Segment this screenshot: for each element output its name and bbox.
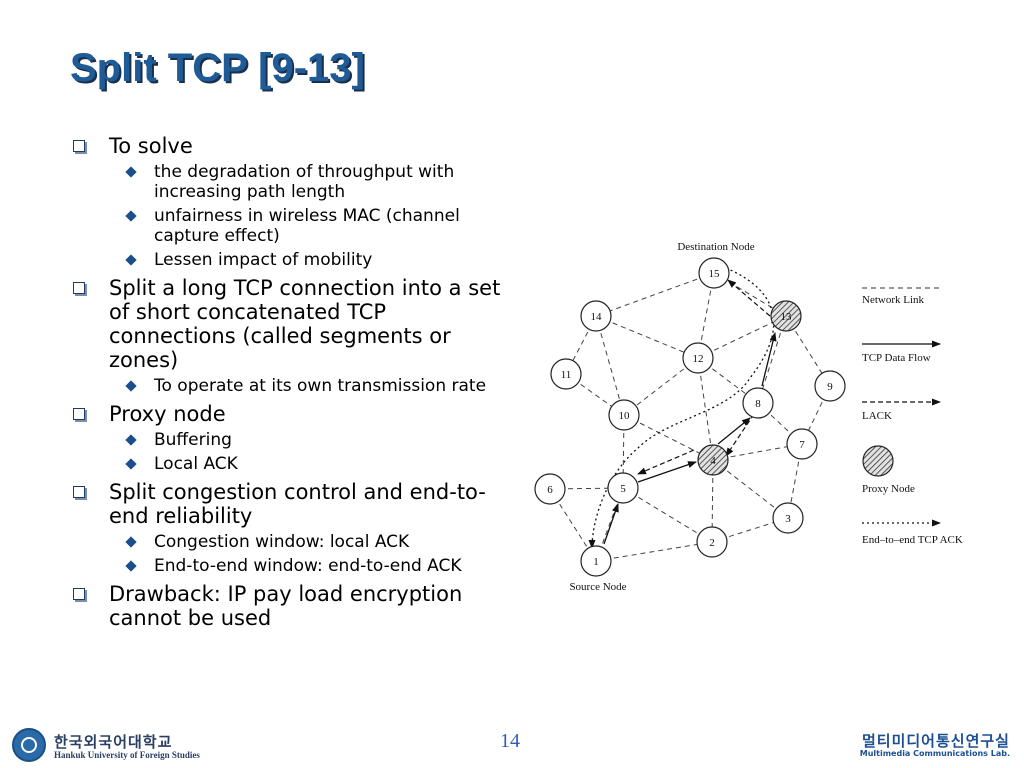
node-label: 14: [591, 311, 603, 323]
node-label: 8: [755, 398, 761, 410]
square-bullet-icon: [73, 408, 85, 420]
slide-title: Split TCP [9-13]: [70, 46, 365, 90]
bullet-text: Proxy node: [109, 402, 226, 426]
node-3: [772, 502, 804, 534]
node-label: 13: [781, 311, 793, 323]
legend-network-link-label: Network Link: [862, 294, 925, 306]
node-label: 1: [593, 556, 599, 568]
node-label: 10: [619, 410, 631, 422]
diamond-bullet-icon: [125, 458, 137, 470]
page-number: 14: [500, 730, 520, 752]
node-label: 7: [799, 439, 805, 451]
diamond-bullet-icon: [125, 560, 137, 572]
node-label: 15: [709, 268, 721, 280]
sub-bullet: Local ACK: [72, 454, 512, 474]
sub-bullet: Congestion window: local ACK: [72, 532, 512, 552]
lab-name-en: Multimedia Communications Lab.: [859, 749, 1010, 758]
e2e-ack-flow: [588, 267, 775, 549]
node-1: [580, 545, 612, 577]
diamond-bullet-icon: [125, 210, 137, 222]
bullet-text: To solve: [109, 134, 193, 158]
node-11: [550, 358, 582, 390]
diamond-bullet-icon: [125, 166, 137, 178]
sub-bullet: unfairness in wireless MAC (channel capt…: [72, 206, 512, 246]
diamond-bullet-icon: [125, 380, 137, 392]
node-10: [608, 399, 640, 431]
network-diagram: 15 14 13 12 11 10 9 8 7 6 5 4 3 2 1 Dest…: [534, 241, 963, 593]
bullet: To solve: [72, 134, 512, 158]
bullet-text: Split congestion control and end-to-end …: [109, 480, 486, 528]
node-7: [786, 428, 818, 460]
diamond-bullet-icon: [125, 434, 137, 446]
sub-bullet: Buffering: [72, 430, 512, 450]
node-2: [696, 526, 728, 558]
bullet-text: Drawback: IP pay load encryption cannot …: [109, 582, 463, 630]
node-label: 6: [547, 484, 553, 496]
source-node-label: Source Node: [569, 581, 626, 593]
node-12: [682, 342, 714, 374]
node-8: [742, 387, 774, 419]
legend-proxy-node-label: Proxy Node: [862, 483, 915, 495]
legend-lack-label: LACK: [862, 410, 892, 422]
bullet-text: Split a long TCP connection into a set o…: [109, 276, 501, 372]
bullet: Split a long TCP connection into a set o…: [72, 276, 512, 372]
sub-bullet: To operate at its own transmission rate: [72, 376, 512, 396]
legend-e2e-ack-label: End–to–end TCP ACK: [862, 534, 963, 546]
sub-bullet-text: Lessen impact of mobility: [154, 250, 373, 270]
node-labels: 15 14 13 12 11 10 9 8 7 6 5 4 3 2 1: [547, 268, 833, 568]
sub-bullet: the degradation of throughput with incre…: [72, 162, 512, 202]
destination-node-label: Destination Node: [677, 241, 754, 253]
node-circles: [534, 257, 846, 577]
sub-bullet-text: Buffering: [154, 430, 232, 450]
node-label: 5: [620, 483, 626, 495]
node-label: 4: [710, 455, 716, 467]
sub-bullet-text: Local ACK: [154, 454, 238, 474]
diamond-bullet-icon: [125, 254, 137, 266]
square-bullet-icon: [73, 140, 85, 152]
lack-flows: [637, 279, 771, 475]
sub-bullet-text: To operate at its own transmission rate: [154, 376, 487, 396]
node-4-proxy: [697, 444, 729, 476]
node-label: 2: [709, 537, 715, 549]
university-logo: 한국외국어대학교 Hankuk University of Foreign St…: [12, 728, 202, 764]
sub-bullet-text: unfairness in wireless MAC (channel capt…: [154, 206, 460, 246]
node-14: [580, 300, 612, 332]
legend-proxy-node-swatch: [862, 445, 894, 477]
university-name-en: Hankuk University of Foreign Studies: [54, 750, 200, 760]
node-13-proxy: [770, 300, 802, 332]
node-label: 3: [785, 513, 791, 525]
node-9: [814, 370, 846, 402]
node-6: [534, 473, 566, 505]
node-5: [607, 472, 639, 504]
university-seal-icon: [12, 728, 46, 762]
node-label: 9: [827, 381, 833, 393]
sub-bullet-text: Congestion window: local ACK: [154, 532, 410, 552]
bullet-list: To solve the degradation of throughput w…: [72, 128, 512, 630]
split-tcp-diagram: 15 14 13 12 11 10 9 8 7 6 5 4 3 2 1 Dest…: [528, 228, 984, 600]
legend: Network Link TCP Data Flow LACK Proxy No…: [862, 287, 963, 546]
square-bullet-icon: [73, 486, 85, 498]
node-label: 11: [561, 369, 572, 381]
node-15: [698, 257, 730, 289]
lab-name-ko: 멀티미디어통신연구실: [861, 732, 1010, 750]
legend-tcp-data-flow-label: TCP Data Flow: [862, 352, 931, 364]
bullet: Proxy node: [72, 402, 512, 426]
square-bullet-icon: [73, 588, 85, 600]
bullet: Drawback: IP pay load encryption cannot …: [72, 582, 512, 630]
square-bullet-icon: [73, 282, 85, 294]
sub-bullet-text: End-to-end window: end-to-end ACK: [154, 556, 462, 576]
sub-bullet-text: the degradation of throughput with incre…: [154, 162, 455, 202]
university-name-ko: 한국외국어대학교: [54, 733, 173, 751]
node-label: 12: [693, 353, 704, 365]
bullet: Split congestion control and end-to-end …: [72, 480, 512, 528]
tcp-data-flows: [603, 332, 777, 545]
sub-bullet: End-to-end window: end-to-end ACK: [72, 556, 512, 576]
diamond-bullet-icon: [125, 536, 137, 548]
sub-bullet: Lessen impact of mobility: [72, 250, 512, 270]
